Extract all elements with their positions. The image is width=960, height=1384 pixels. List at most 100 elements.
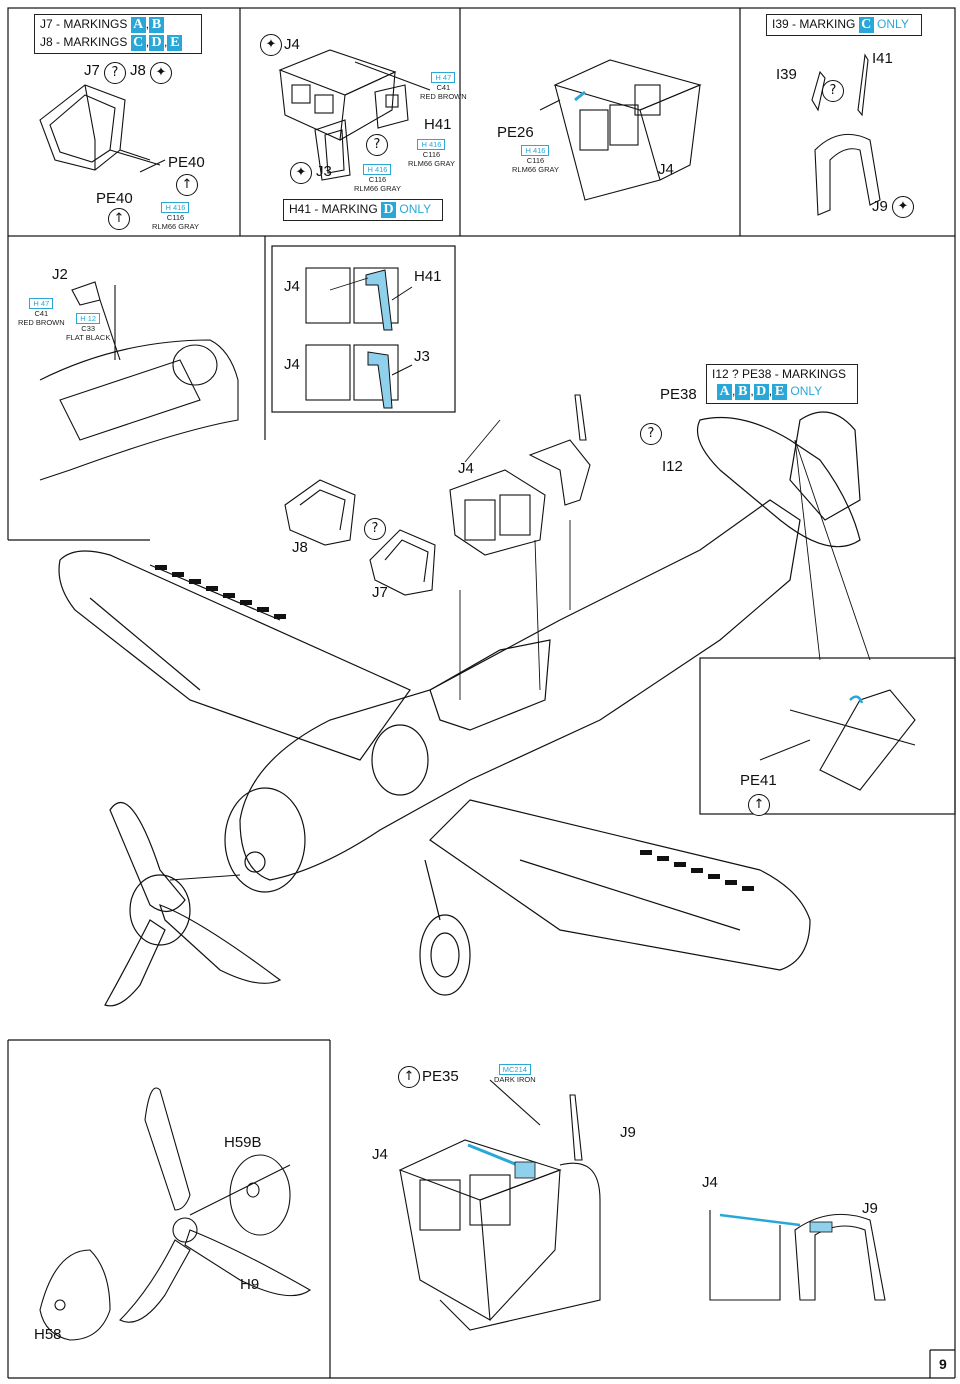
part-label-j7-center: J7 xyxy=(372,584,388,601)
paint-callout-mc214: MC214 DARK IRON xyxy=(494,1064,536,1084)
paint-name: FLAT BLACK xyxy=(66,333,111,342)
star-icon: ✦ xyxy=(260,34,282,56)
part-label-h58: H58 xyxy=(34,1326,62,1343)
paint-mix: C41 xyxy=(436,83,451,92)
part-label-h9: H9 xyxy=(240,1276,260,1293)
part-label-pe40-a: PE40 xyxy=(168,154,205,171)
part-label-i12: I12 xyxy=(662,458,683,475)
part-label-j9-bottom-mid: J9 xyxy=(620,1124,636,1141)
part-label-pe26: PE26 xyxy=(497,124,534,141)
aircraft-outline xyxy=(58,411,861,1007)
legend-j7-text: J7 - MARKINGS xyxy=(40,17,128,32)
part-label-j2: J2 xyxy=(52,266,68,283)
part-label-pe35: PE35 xyxy=(422,1068,459,1085)
part-label-j4-bottom-mid: J4 xyxy=(372,1146,388,1163)
part-label-j9-bottom-right: J9 xyxy=(862,1200,878,1217)
paint-code: H 416 xyxy=(161,202,190,213)
question-icon: ? xyxy=(366,134,388,156)
legend-h41: H41 - MARKING D ONLY xyxy=(283,199,443,221)
part-label-j4-inset-b: J4 xyxy=(284,356,300,373)
part-label-i39: I39 xyxy=(776,66,797,83)
legend-j7-j8: J7 - MARKINGS A,B J8 - MARKINGS C,D,E xyxy=(34,14,202,54)
part-label-h59b: H59B xyxy=(224,1134,262,1151)
paint-code: H 47 xyxy=(431,72,456,83)
paint-callout-h416-pe26: H 416 C116 RLM66 GRAY xyxy=(512,145,559,174)
paint-mix: C116 xyxy=(422,150,441,159)
marking-badge: D xyxy=(381,202,397,218)
part-label-i41: I41 xyxy=(872,50,893,67)
paint-name: RLM66 GRAY xyxy=(152,222,199,231)
marking-badge: C xyxy=(130,35,146,51)
paint-name: RED BROWN xyxy=(18,318,65,327)
paint-callout-h416-b: H 416 C116 RLM66 GRAY xyxy=(354,164,401,193)
part-label-j4-center: J4 xyxy=(458,460,474,477)
bend-icon: ↑ xyxy=(748,794,770,816)
legend-h41-text: H41 - MARKING xyxy=(289,202,378,217)
part-label-j4-inset-a: J4 xyxy=(284,278,300,295)
bend-icon: ↑ xyxy=(398,1066,420,1088)
legend-i12-text: I12 ? PE38 - MARKINGS xyxy=(712,367,847,381)
panel-j4-inset xyxy=(271,245,456,413)
star-icon: ✦ xyxy=(150,62,172,84)
paint-mix: C33 xyxy=(81,324,96,333)
paint-name: RLM66 GRAY xyxy=(512,165,559,174)
paint-mix: C116 xyxy=(526,156,545,165)
paint-code: H 416 xyxy=(363,164,392,175)
legend-i12-marks: A,B,D,E ONLY xyxy=(717,384,822,400)
paint-callout-h47-top: H 47 C41 RED BROWN xyxy=(420,72,467,101)
question-icon: ? xyxy=(364,518,386,540)
star-icon: ✦ xyxy=(290,162,312,184)
paint-code: H 416 xyxy=(521,145,550,156)
paint-name: RED BROWN xyxy=(420,92,467,101)
part-label-j7: J7 xyxy=(84,62,100,79)
marking-badge: D xyxy=(753,384,769,400)
part-label-j3-inset: J3 xyxy=(414,348,430,365)
paint-callout-h416-pe40: H 416 C116 RLM66 GRAY xyxy=(152,202,199,231)
question-icon: ? xyxy=(640,423,662,445)
legend-i12-suffix: ONLY xyxy=(790,384,823,399)
page-number: 9 xyxy=(939,1356,947,1372)
paint-name: DARK IRON xyxy=(494,1075,536,1084)
marking-badge: B xyxy=(149,17,165,33)
marking-badge: E xyxy=(167,35,183,51)
marking-badge: B xyxy=(735,384,751,400)
legend-i12: I12 ? PE38 - MARKINGS A,B,D,E ONLY xyxy=(706,364,858,404)
marking-badge: A xyxy=(717,384,732,400)
question-icon: ? xyxy=(822,80,844,102)
paint-code: H 416 xyxy=(417,139,446,150)
part-label-j3-top: J3 xyxy=(316,163,332,180)
part-label-pe41: PE41 xyxy=(740,772,777,789)
part-label-j4-bottom-right: J4 xyxy=(702,1174,718,1191)
paint-callout-h416-a: H 416 C116 RLM66 GRAY xyxy=(408,139,455,168)
part-label-pe38: PE38 xyxy=(660,386,697,403)
paint-code: H 12 xyxy=(76,313,101,324)
part-label-j4-pe26: J4 xyxy=(658,161,674,178)
star-icon: ✦ xyxy=(892,196,914,218)
legend-j8-text: J8 - MARKINGS xyxy=(40,35,128,50)
paint-code: H 47 xyxy=(29,298,54,309)
legend-i39: I39 - MARKING C ONLY xyxy=(766,14,922,36)
part-label-j9-top: J9 xyxy=(872,198,888,215)
paint-mix: C116 xyxy=(166,213,185,222)
paint-callout-h47-j2: H 47 C41 RED BROWN xyxy=(18,298,65,327)
paint-name: RLM66 GRAY xyxy=(408,159,455,168)
legend-j7-line: J7 - MARKINGS A,B xyxy=(40,17,165,33)
legend-i39-suffix: ONLY xyxy=(877,17,909,32)
part-label-h41-inset: H41 xyxy=(414,268,442,285)
part-label-pe40-b: PE40 xyxy=(96,190,133,207)
paint-callout-h12-j2: H 12 C33 FLAT BLACK xyxy=(66,313,110,342)
marking-badge: E xyxy=(772,384,788,400)
part-label-j8: J8 xyxy=(130,62,146,79)
paint-name: RLM66 GRAY xyxy=(354,184,401,193)
paint-code: MC214 xyxy=(498,1064,531,1075)
panel-pe41-inset xyxy=(699,657,956,815)
marking-badge: D xyxy=(149,35,165,51)
top-panel-frame xyxy=(7,7,956,237)
legend-i39-text: I39 - MARKING xyxy=(772,17,856,32)
legend-j8-line: J8 - MARKINGS C,D,E xyxy=(40,35,183,51)
marking-badge: C xyxy=(858,17,874,33)
marking-badge: A xyxy=(130,17,146,33)
question-icon: ? xyxy=(104,62,126,84)
paint-mix: C41 xyxy=(34,309,49,318)
